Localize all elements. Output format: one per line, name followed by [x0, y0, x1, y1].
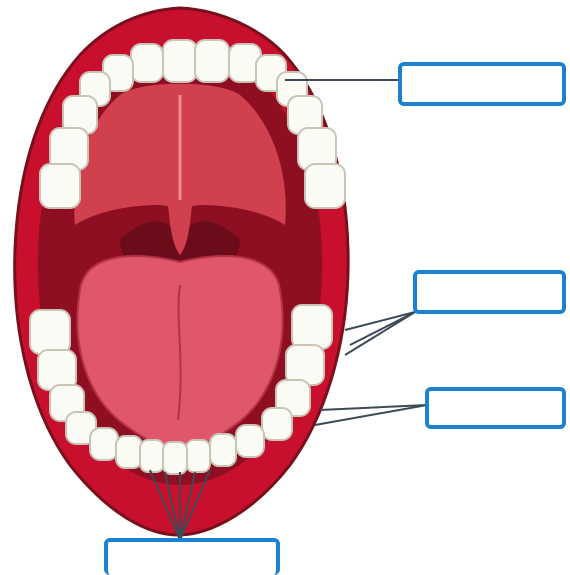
tooth [292, 305, 332, 349]
tooth [131, 44, 163, 82]
tooth [262, 408, 292, 440]
incisors-label-box[interactable] [104, 538, 280, 575]
tooth [305, 164, 345, 208]
molars-label-box[interactable] [413, 270, 566, 314]
tooth [40, 164, 80, 208]
leader-line-molars [345, 312, 415, 355]
tooth [163, 442, 187, 474]
tooth [116, 436, 142, 468]
leader-line-molars [345, 312, 415, 330]
tooth [163, 40, 197, 82]
tooth [186, 440, 210, 472]
lower-teeth-label-box[interactable] [425, 387, 566, 429]
tooth [30, 310, 70, 354]
tooth [210, 434, 236, 466]
tooth [90, 428, 118, 460]
tooth [140, 440, 164, 472]
upper-teeth-label-box[interactable] [398, 62, 566, 106]
tooth [236, 425, 264, 457]
tooth [195, 40, 229, 82]
